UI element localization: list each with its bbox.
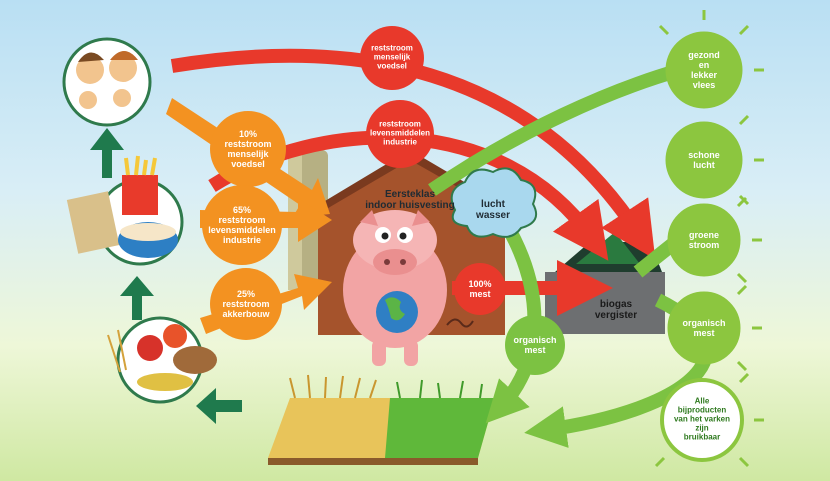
- label-organic-right: organisch mest: [682, 317, 726, 338]
- pig-mascot: [343, 210, 474, 366]
- cycle-arrows: [90, 128, 242, 424]
- family-circle: [62, 37, 152, 127]
- label-manure-100: 100% mest: [468, 278, 492, 299]
- orange-label-blobs: [202, 111, 286, 340]
- label-pct-human: 10% reststroom menselijk voedsel: [224, 128, 272, 170]
- green-suns: [654, 10, 764, 468]
- sun-power: [667, 196, 762, 284]
- sun-meat: [658, 10, 764, 109]
- label-organic-left: organisch mest: [513, 334, 557, 355]
- sun-manure: [667, 284, 762, 372]
- label-rest-industry-top: reststroom levensmiddelen industrie: [369, 119, 431, 147]
- sun-air: [665, 114, 764, 206]
- label-healthy-meat: gezond en lekker vlees: [688, 49, 720, 91]
- red-label-blobs: [360, 26, 506, 315]
- field-illustration: [268, 374, 495, 465]
- label-biogas: biogas vergister: [594, 298, 638, 321]
- label-air-washer: lucht wasser: [476, 198, 510, 221]
- food-circle: [66, 155, 184, 266]
- sun-byproducts: [654, 372, 764, 468]
- label-barn: Eersteklas indoor huisvesting: [365, 188, 455, 211]
- label-rest-human-top: reststroom menselijk voedsel: [371, 43, 413, 71]
- label-pct-industry: 65% reststroom levensmiddelen industrie: [208, 204, 276, 246]
- label-pct-agri: 25% reststroom akkerbouw: [222, 288, 270, 320]
- produce-circle: [107, 316, 217, 404]
- air-washer-cloud: [450, 167, 537, 238]
- label-byproducts: Alle bijproducten van het varken zijn br…: [673, 396, 731, 442]
- label-clean-air: schone lucht: [688, 149, 720, 170]
- label-green-power: groene stroom: [688, 229, 720, 250]
- organic-blob-left: [505, 315, 565, 375]
